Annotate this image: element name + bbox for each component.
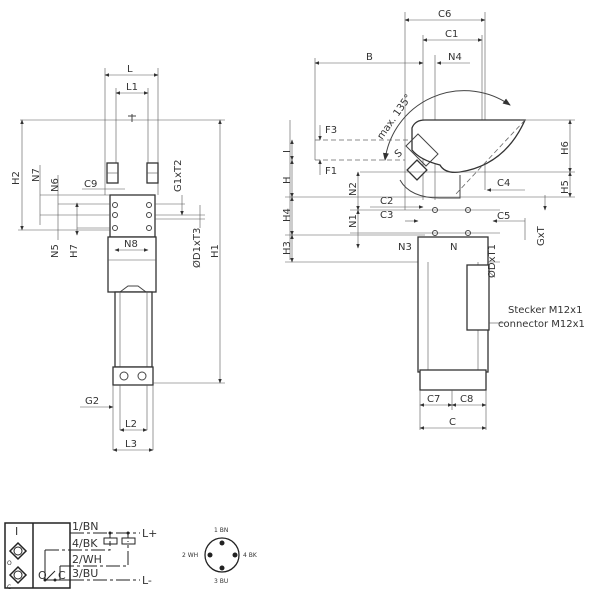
- side-view: L L1 H2 N7 N6 C9 G1xT2 N5 H7 N8 ØD1xT3 H…: [11, 64, 225, 452]
- label-N7: N7: [31, 168, 42, 182]
- wire-2-wh: 2/WH: [72, 553, 102, 566]
- contact-c: C: [58, 569, 66, 582]
- label-H7: H7: [69, 244, 80, 258]
- label-H1: H1: [210, 244, 221, 258]
- label-N6: N6: [50, 178, 61, 192]
- wire-3-bu: 3/BU: [72, 567, 98, 580]
- label-S: S: [393, 148, 405, 161]
- supply-l-plus: L+: [142, 527, 157, 540]
- label-I: I: [282, 150, 293, 153]
- label-N1: N1: [348, 214, 359, 228]
- label-L3: L3: [125, 439, 137, 450]
- wire-4-bk: 4/BK: [72, 537, 98, 550]
- cylinder-tube: [114, 291, 153, 368]
- label-B: B: [366, 52, 373, 63]
- label-F1: F1: [325, 166, 337, 177]
- wiring-diagram: I O C O C 1/BN 4/BK 2/WH 3/BU L+ L-: [4, 520, 157, 591]
- label-N3: N3: [398, 242, 412, 253]
- label-H6: H6: [560, 141, 571, 155]
- label-C5: C5: [497, 211, 510, 222]
- label-N2: N2: [348, 182, 359, 196]
- connector-note-de: Stecker M12x1: [508, 305, 582, 316]
- label-C6: C6: [438, 9, 451, 20]
- label-G2: G2: [85, 396, 99, 407]
- clamp-arm: [411, 119, 527, 173]
- connector-pinout: 1 BN 2 WH 4 BK 3 BU: [182, 527, 258, 585]
- label-D1xT3: ØD1xT3: [191, 228, 203, 268]
- cylinder-end-cap: [419, 369, 487, 391]
- label-L: L: [127, 64, 133, 75]
- contact-o: O: [38, 569, 47, 582]
- front-view: C6 C1 B N4 max. 135° S F3 F1 I H H4 H3 N…: [282, 9, 585, 430]
- sensor-element-icon: [8, 541, 28, 585]
- label-H2: H2: [11, 171, 22, 185]
- sensor-connector: [466, 264, 490, 331]
- label-L1: L1: [126, 82, 138, 93]
- label-H4: H4: [282, 208, 293, 222]
- label-L2: L2: [125, 419, 137, 430]
- label-C2: C2: [380, 196, 393, 207]
- label-DxT1: ØDxT1: [486, 244, 498, 278]
- connector-note-en: connector M12x1: [498, 319, 585, 330]
- cylinder-end-cap: [112, 366, 154, 386]
- label-N5: N5: [50, 244, 61, 258]
- label-G1xT2: G1xT2: [173, 160, 184, 193]
- swing-angle-arc: [382, 90, 511, 161]
- pin-3-bu: 3 BU: [214, 578, 228, 585]
- pin-1-bn: 1 BN: [214, 527, 228, 534]
- wire-1-bn: 1/BN: [72, 520, 98, 533]
- label-H5: H5: [560, 180, 571, 194]
- label-C: C: [449, 417, 456, 428]
- label-C7: C7: [427, 394, 440, 405]
- sensor-mark-c: C: [7, 584, 11, 591]
- mounting-holes: [112, 202, 152, 231]
- label-N4: N4: [448, 52, 462, 63]
- pin-2-wh: 2 WH: [182, 552, 198, 559]
- label-F3: F3: [325, 125, 337, 136]
- label-C4: C4: [497, 178, 510, 189]
- label-C1: C1: [445, 29, 458, 40]
- supply-l-minus: L-: [142, 574, 152, 587]
- pivot-square: [406, 159, 428, 181]
- label-C8: C8: [460, 394, 473, 405]
- label-N8: N8: [124, 239, 138, 250]
- label-max-angle: max. 135°: [375, 93, 414, 142]
- label-C9: C9: [84, 179, 97, 190]
- sensor-mark-o: O: [7, 560, 12, 567]
- label-C3: C3: [380, 210, 393, 221]
- label-GxT: GxT: [536, 225, 547, 246]
- label-H: H: [282, 176, 293, 184]
- label-N: N: [450, 242, 457, 253]
- symbol-i: I: [15, 525, 18, 538]
- pin-4-bk: 4 BK: [243, 552, 258, 559]
- label-H3: H3: [282, 241, 293, 255]
